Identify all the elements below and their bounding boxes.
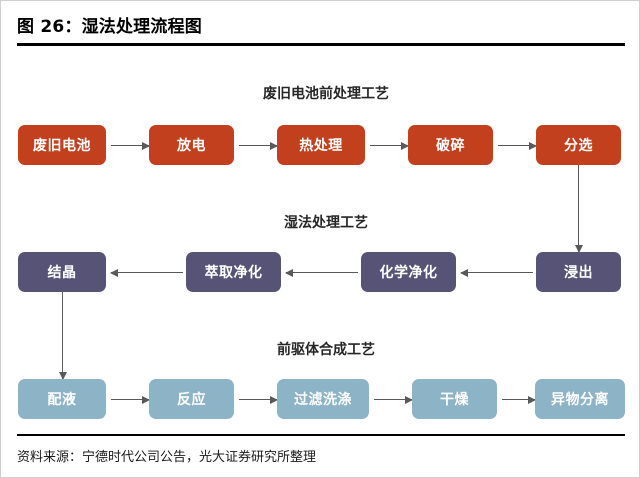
arrow-discharge-to-heat-treatment <box>239 141 278 150</box>
section-label-pretreatment: 废旧电池前处理工艺 <box>263 86 389 102</box>
arrow-solution-prep-to-reaction <box>111 395 150 404</box>
source-note: 资料来源：宁德时代公司公告，光大证券研究所整理 <box>17 450 317 465</box>
figure-header: 图 26：湿法处理流程图 <box>1 1 639 47</box>
node-waste-battery[interactable]: 废旧电池 <box>18 125 106 165</box>
title-divider <box>17 43 625 46</box>
node-extraction-purification[interactable]: 萃取净化 <box>186 252 281 292</box>
section-label-hydrometallurgy: 湿法处理工艺 <box>284 215 368 231</box>
node-crystallization[interactable]: 结晶 <box>18 252 106 292</box>
arrow-drying-to-foreign-matter-separation <box>502 395 536 404</box>
arrow-leaching-to-chemical <box>460 268 533 277</box>
arrow-heat-treatment-to-crushing <box>370 141 409 150</box>
arrow-extraction-to-crystallization <box>110 268 183 277</box>
arrow-sorting-to-leaching <box>574 165 583 253</box>
arrow-chemical-to-extraction <box>285 268 358 277</box>
node-foreign-matter-separation[interactable]: 异物分离 <box>535 379 625 419</box>
node-reaction[interactable]: 反应 <box>149 379 234 419</box>
node-chemical-purification[interactable]: 化学净化 <box>361 252 456 292</box>
arrow-waste-battery-to-discharge <box>111 141 150 150</box>
node-filter-wash[interactable]: 过滤洗涤 <box>277 379 369 419</box>
arrow-crystallization-to-solution-prep <box>58 292 67 380</box>
node-crushing[interactable]: 破碎 <box>408 125 493 165</box>
arrow-filter-wash-to-drying <box>374 395 413 404</box>
node-discharge[interactable]: 放电 <box>149 125 234 165</box>
node-heat-treatment[interactable]: 热处理 <box>277 125 365 165</box>
node-leaching[interactable]: 浸出 <box>536 252 621 292</box>
flow-diagram: 废旧电池前处理工艺 废旧电池 放电 热处理 破碎 分选 湿法处理工艺 结晶 萃取… <box>1 47 639 434</box>
source-divider <box>17 434 625 436</box>
node-drying[interactable]: 干燥 <box>412 379 497 419</box>
figure-title: 图 26：湿法处理流程图 <box>17 17 202 37</box>
node-solution-prep[interactable]: 配液 <box>18 379 106 419</box>
section-label-precursor: 前驱体合成工艺 <box>277 342 375 358</box>
arrow-crushing-to-sorting <box>498 141 537 150</box>
arrow-reaction-to-filter-wash <box>239 395 278 404</box>
node-sorting[interactable]: 分选 <box>536 125 621 165</box>
